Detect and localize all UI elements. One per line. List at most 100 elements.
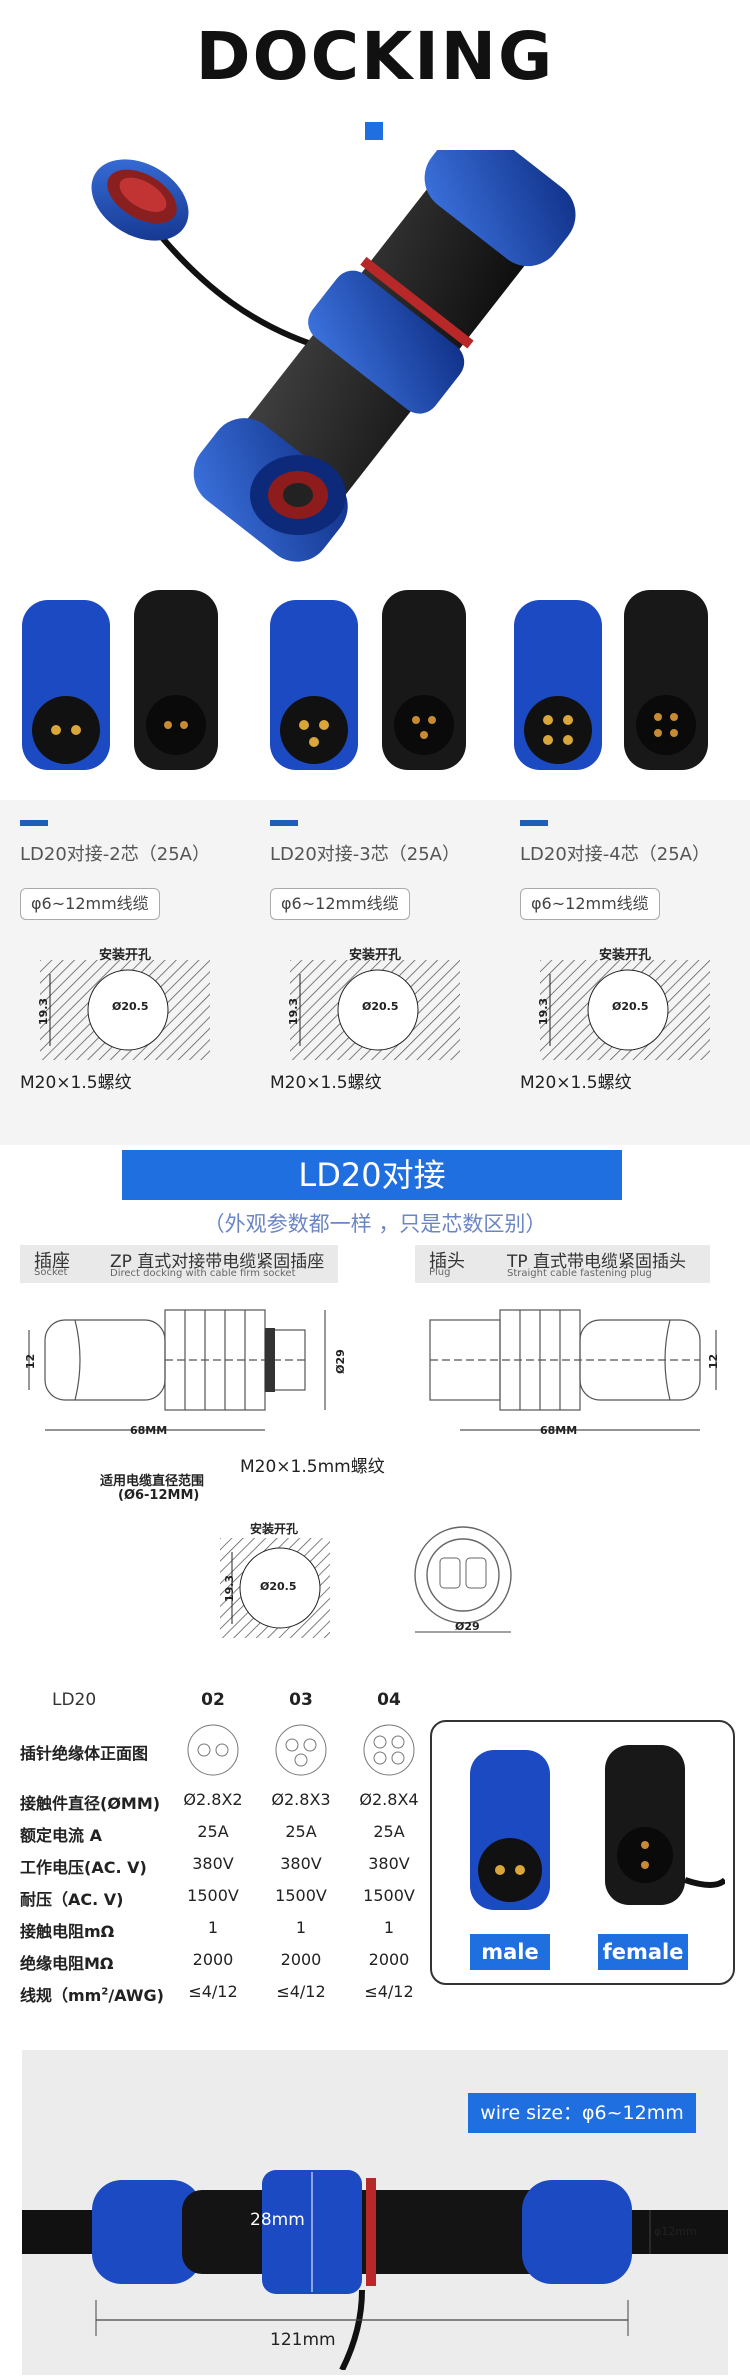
insulator-3pin <box>275 1724 327 1776</box>
insulator-2pin <box>187 1724 239 1776</box>
socket-desc-en: Direct docking with cable firm socket <box>110 1268 296 1279</box>
socket-label-en: Socket <box>34 1267 68 1278</box>
wire-total-length: 121mm <box>270 2330 336 2350</box>
ld20-banner: LD20对接 <box>122 1150 622 1200</box>
spec-value: 1500V <box>363 1886 415 1905</box>
spec-value: 2000 <box>280 1950 322 1969</box>
card-accent-bar <box>270 820 298 826</box>
spec-value: 380V <box>368 1854 410 1873</box>
plug-desc-en: Straight cable fastening plug <box>507 1268 652 1279</box>
spec-value: 1500V <box>275 1886 327 1905</box>
plug-technical-drawing <box>429 1309 717 1431</box>
hole-height: 19.3 <box>287 997 301 1026</box>
gauge-label-pre: 线规（mm <box>20 1986 102 2005</box>
spec-value: ≤4/12 <box>364 1982 414 2001</box>
insulator-4pin <box>363 1724 415 1776</box>
spec-value: 1 <box>383 1918 395 1937</box>
plug-code: TP 直式带电缆紧固插头 <box>507 1252 687 1272</box>
spec-row-label: 额定电流 A <box>20 1826 102 1845</box>
male-badge: male <box>470 1934 550 1970</box>
hole-label: 安装开孔 <box>598 948 651 963</box>
spec-value: 25A <box>197 1822 229 1841</box>
ld20-hole-diameter: Ø20.5 <box>260 1580 297 1593</box>
spec-value: 1 <box>207 1918 219 1937</box>
spec-row-label: 绝缘电阻MΩ <box>20 1954 114 1973</box>
spec-value: 2000 <box>368 1950 410 1969</box>
cable-range-value: (Ø6-12MM) <box>118 1488 200 1503</box>
spec-value: 380V <box>280 1854 322 1873</box>
hero-title: DOCKING <box>195 18 555 95</box>
plug-height: 12 <box>707 1353 721 1370</box>
mounting-hole-diagram <box>290 960 460 1060</box>
spec-col-02: 02 <box>201 1690 225 1710</box>
cable-range-label: 适用电缆直径范围 <box>100 1474 205 1489</box>
thread-spec: M20×1.5螺纹 <box>270 1073 382 1093</box>
gauge-label-post: /AWG) <box>108 1986 164 2005</box>
hole-height: 19.3 <box>537 997 551 1026</box>
plug-tag: 插头 TP 直式带电缆紧固插头 Plug Straight cable fast… <box>415 1245 710 1283</box>
model-card-3pin: LD20对接-3芯（25A） φ6~12mm线缆 安装开孔 Ø20.5 19.3… <box>250 800 500 1145</box>
wire-assembly-diagram <box>22 2170 728 2370</box>
gauge-label-sup: 2 <box>101 1986 109 1998</box>
hero-accent-square <box>365 122 383 140</box>
spec-value: Ø2.8X2 <box>183 1790 243 1809</box>
spec-row-label: 耐压（AC. V) <box>20 1890 124 1909</box>
hole-label: 安装开孔 <box>348 948 401 963</box>
male-female-photos <box>470 1745 725 1910</box>
spec-row-label: 工作电压(AC. V) <box>20 1858 147 1877</box>
spec-col-03: 03 <box>289 1690 313 1710</box>
socket-face-diameter: Ø29 <box>455 1620 480 1633</box>
wire-body-diameter: 28mm <box>250 2210 305 2230</box>
variant-3pin-pair <box>270 590 466 770</box>
card-accent-bar <box>20 820 48 826</box>
spec-row-label: 插针绝缘体正面图 <box>20 1744 149 1763</box>
spec-value: 25A <box>373 1822 405 1841</box>
socket-thread-spec: M20×1.5mm螺纹 <box>240 1457 385 1477</box>
socket-front-face-diagram <box>414 1526 512 1633</box>
female-badge: female <box>598 1934 688 1970</box>
spec-value: ≤4/12 <box>276 1982 326 2001</box>
spec-model-label: LD20 <box>52 1690 97 1710</box>
card-accent-bar <box>520 820 548 826</box>
spec-value: 1 <box>295 1918 307 1937</box>
model-card-2pin: LD20对接-2芯（25A） φ6~12mm线缆 安装开孔 Ø20.5 19.3… <box>0 800 250 1145</box>
hole-label: 安装开孔 <box>98 948 151 963</box>
socket-tag: 插座 ZP 直式对接带电缆紧固插座 Socket Direct docking … <box>20 1245 338 1283</box>
hole-height: 19.3 <box>37 997 51 1026</box>
cable-range-pill: φ6~12mm线缆 <box>270 888 410 920</box>
male-connector-photo <box>470 1750 550 1910</box>
spec-value: Ø2.8X3 <box>271 1790 331 1809</box>
spec-row-label-gauge: 线规（mm2/AWG) <box>20 1982 164 2006</box>
wire-size-tag: wire size：φ6~12mm <box>468 2093 696 2133</box>
spec-col-04: 04 <box>377 1690 401 1710</box>
socket-code: ZP 直式对接带电缆紧固插座 <box>110 1252 325 1272</box>
variant-2pin-pair <box>22 590 218 770</box>
ld20-hole-height: 19.3 <box>223 1574 237 1603</box>
hole-diameter: Ø20.5 <box>612 1000 649 1013</box>
model-card-4pin: LD20对接-4芯（25A） φ6~12mm线缆 安装开孔 Ø20.5 19.3… <box>500 800 750 1145</box>
connector-variants-photos <box>22 590 708 770</box>
hole-diameter: Ø20.5 <box>362 1000 399 1013</box>
plug-label-en: Plug <box>429 1267 451 1278</box>
cable-range-pill: φ6~12mm线缆 <box>20 888 160 920</box>
mounting-hole-diagram <box>40 960 210 1060</box>
socket-technical-drawing <box>28 1309 326 1431</box>
socket-diameter: Ø29 <box>333 1349 347 1374</box>
spec-value: 25A <box>285 1822 317 1841</box>
mounting-hole-diagram <box>540 960 710 1060</box>
variant-4pin-pair <box>514 590 708 770</box>
card-title: LD20对接-3芯（25A） <box>270 844 460 865</box>
spec-value: ≤4/12 <box>188 1982 238 2001</box>
socket-label: 插座 <box>34 1251 70 1272</box>
plug-label: 插头 <box>429 1251 465 1272</box>
socket-length: 68MM <box>130 1424 168 1437</box>
spec-row-label: 接触电阻mΩ <box>20 1922 115 1941</box>
spec-value: 1500V <box>187 1886 239 1905</box>
wire-cable-diameter: φ12mm <box>654 2225 697 2238</box>
spec-value: 2000 <box>192 1950 234 1969</box>
ld20-hole-label: 安装开孔 <box>250 1522 299 1536</box>
hole-diameter: Ø20.5 <box>112 1000 149 1013</box>
spec-value: 380V <box>192 1854 234 1873</box>
socket-height: 12 <box>24 1353 38 1370</box>
card-title: LD20对接-2芯（25A） <box>20 844 210 865</box>
